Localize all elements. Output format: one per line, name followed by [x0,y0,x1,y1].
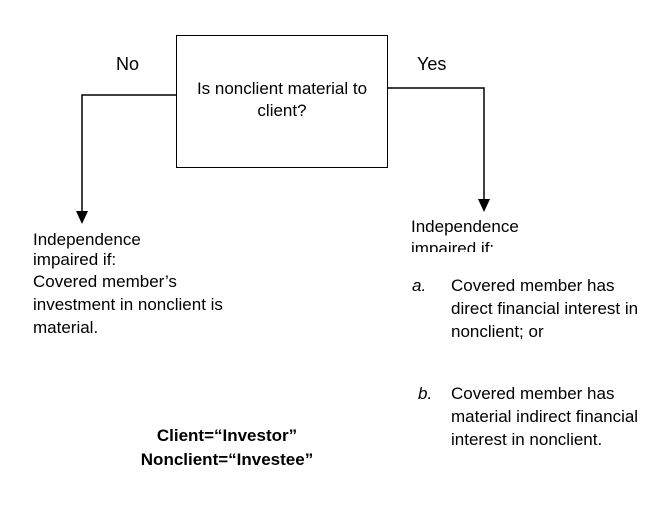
right-outcome-heading-line2: impaired if: [411,239,495,252]
left-outcome-heading-line2: impaired if: [33,250,117,269]
left-outcome: Independence impaired if: Covered member… [33,230,233,339]
decision-question: Is nonclient material to client? [196,79,368,120]
left-outcome-body: Covered member’s investment in nonclient… [33,272,223,337]
definition-nonclient: Nonclient=“Investee” [140,450,314,469]
definition-note: Client=“Investor” Nonclient=“Investee” [100,424,354,472]
no-label: No [116,54,140,74]
no-connector-line [81,94,176,212]
condition-b-text: Covered member has material indirect fin… [451,384,639,449]
right-outcome-heading: Independence impaired if: [411,216,611,252]
yes-label: Yes [417,54,447,74]
definition-client: Client=“Investor” [156,426,298,445]
condition-marker-b: b. [418,384,433,403]
yes-connector-line [388,87,485,200]
condition-a-text: Covered member has direct financial inte… [451,276,639,341]
condition-marker-a: a. [412,276,427,295]
right-outcome-heading-line1: Independence [411,217,519,236]
left-outcome-heading-line1: Independence [33,230,141,249]
yes-arrowhead [478,199,490,212]
decision-box [176,35,388,168]
no-arrowhead [76,211,88,224]
